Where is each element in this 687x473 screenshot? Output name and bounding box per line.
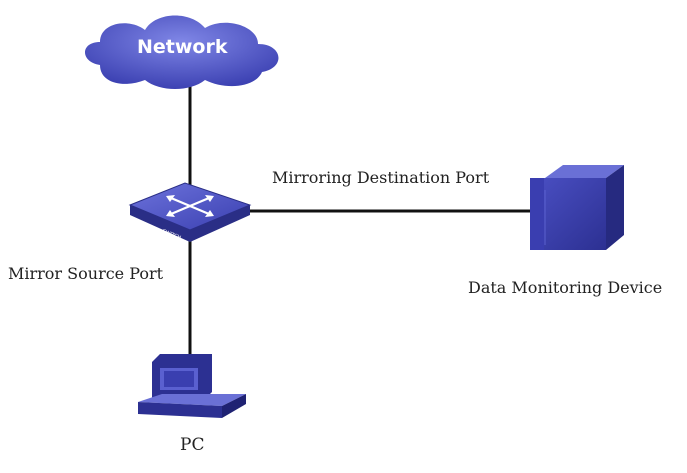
- mirror-source-port-label: Mirror Source Port: [8, 264, 164, 283]
- network-label: Network: [137, 36, 228, 58]
- pc-label: PC: [180, 435, 205, 455]
- cloud-icon: [85, 15, 279, 89]
- computer-icon: [138, 354, 246, 418]
- server-icon: [530, 165, 624, 250]
- data-monitoring-device-label: Data Monitoring Device: [468, 278, 663, 297]
- switch-icon: SWITCH: [128, 182, 252, 242]
- mirror-destination-port-label: Mirroring Destination Port: [272, 168, 490, 187]
